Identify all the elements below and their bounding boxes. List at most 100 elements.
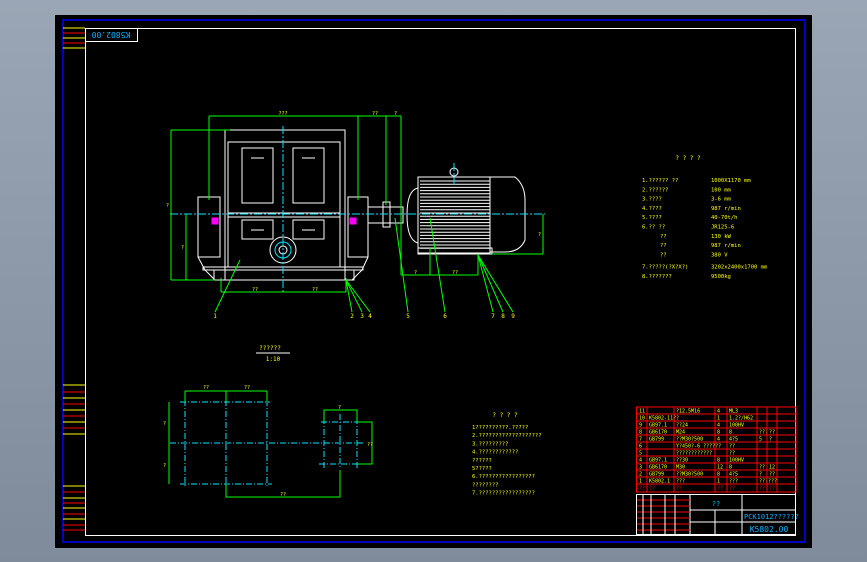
note-line: ???????? [472, 482, 499, 488]
spec-row: ??987 r/min [660, 243, 741, 249]
cell-no: 4 [639, 458, 642, 464]
header-cell: ?? [676, 486, 682, 492]
parts-list-row[interactable]: 5?????????????? [637, 451, 796, 457]
cell-material: 100HV [729, 423, 744, 429]
cell-material: 8 [729, 465, 732, 471]
note-line: 1??????????.????? [472, 425, 528, 431]
model-space[interactable] [55, 15, 812, 548]
spec-row: 2.??????100 mm [642, 187, 732, 193]
cell-note2: ? [769, 437, 772, 443]
header-cell: ?? [729, 486, 735, 492]
spec-label: 4.???? [642, 206, 662, 212]
cell-no: 1 [639, 479, 642, 485]
spec-label: 6.?? ?? [642, 225, 665, 231]
dim-left: ? [166, 203, 169, 209]
motor [406, 167, 526, 255]
cell-name: ?12.5M16 [676, 409, 700, 415]
spec-label: ?? [660, 234, 667, 240]
detail-dim-3: ? [163, 421, 166, 427]
cell-qty: 8 [717, 472, 720, 478]
detail-dimension-lines [168, 390, 373, 498]
left-margin-strips [63, 27, 85, 531]
callout-number: 8 [501, 313, 505, 320]
cell-material: 4?5 [729, 472, 738, 478]
cell-material: ?? [729, 451, 735, 457]
cell-no: 7 [639, 437, 642, 443]
cell-qty: 1 [717, 479, 720, 485]
callout-number: 4 [368, 313, 372, 320]
detail-dim-7: ?? [367, 442, 373, 448]
cell-no: 6 [639, 444, 642, 450]
gearbox [197, 129, 369, 281]
dim-top3: ? [394, 111, 397, 117]
cell-code: K5802.1 [649, 479, 670, 485]
spec-row: 1.?????? ??1000X1170 mm [642, 178, 751, 184]
cell-name: ??30 [676, 458, 688, 464]
spec-label: ?? [660, 252, 667, 258]
header-cell: ?? [649, 486, 655, 492]
spec-row: 7.?????(?X?X?)3202x2400x1700 mm [642, 265, 768, 271]
cell-no: 5 [639, 451, 642, 457]
parts-list-border [636, 406, 797, 493]
spec-label: 3.???? [642, 197, 662, 203]
cell-name: ??24 [676, 423, 688, 429]
dim-top: ??? [278, 111, 287, 117]
cell-name: ???????????? [676, 451, 712, 457]
cell-note1: ? [759, 472, 762, 478]
sheet-tag-box: K5802.00 [85, 28, 138, 42]
cell-no: 2 [639, 472, 642, 478]
callout-number: 2 [350, 313, 354, 320]
cell-name: ??M30?500 [676, 472, 703, 478]
spec-row: 4.????987 r/min [642, 206, 741, 212]
spec-value: 3-6 mm [711, 197, 732, 203]
spec-value: JR125-6 [711, 225, 734, 231]
cell-note1: ?????? [759, 479, 777, 485]
cell-material: 8 [729, 430, 732, 436]
detail-label: ?????? [259, 345, 281, 352]
note-line: 7.????????????????? [472, 491, 535, 497]
elevation-view[interactable] [170, 115, 545, 313]
note-line: 3.????????? [472, 441, 508, 447]
cell-qty: 1 [717, 416, 720, 422]
cell-material: ??? [729, 479, 738, 485]
spec-label: 8.??????? [642, 274, 672, 280]
spec-row: 6.?? ?? JR125-6 [642, 225, 734, 231]
title-block-drawing-number: K5802.00 [750, 525, 789, 534]
spec-value: 100 mm [711, 187, 732, 193]
sheet-tag: K5802.00 [92, 30, 131, 39]
detail-dim-2: ?? [244, 385, 250, 391]
cell-qty: 12 [717, 465, 723, 471]
header-cell: ?? [717, 486, 723, 492]
cell-material: ML3 [729, 409, 738, 415]
spec-label: 5.???? [642, 215, 662, 221]
dimension-texts: ??? ?? ? ? ? ?? ?? ? ?? ? [166, 111, 541, 293]
notes-title: ? ? ? ? [492, 412, 518, 419]
header-cell: ?? [639, 486, 645, 492]
spec-row: 3.???? 3-6 mm [642, 197, 732, 203]
cell-note1: ?? [759, 465, 765, 471]
dim-motor1: ? [414, 270, 417, 276]
cell-no: 9 [639, 423, 642, 429]
cell-note2: ?? [769, 472, 775, 478]
foundation-detail-view[interactable]: ?????? 1:10 ?? ?? ? ? ?? ? ?? [163, 345, 373, 498]
cell-code: GB97.1 [649, 423, 667, 429]
spec-row: ??380 V [660, 252, 728, 258]
cell-material: 100HV [729, 458, 744, 464]
cell-note1: ??? [759, 430, 768, 436]
detail-dim-4: ? [163, 463, 166, 469]
note-line: 6.????????????????? [472, 474, 535, 480]
callout-number: 5 [406, 313, 410, 320]
spec-row: 8.???????9500kg [642, 274, 731, 280]
